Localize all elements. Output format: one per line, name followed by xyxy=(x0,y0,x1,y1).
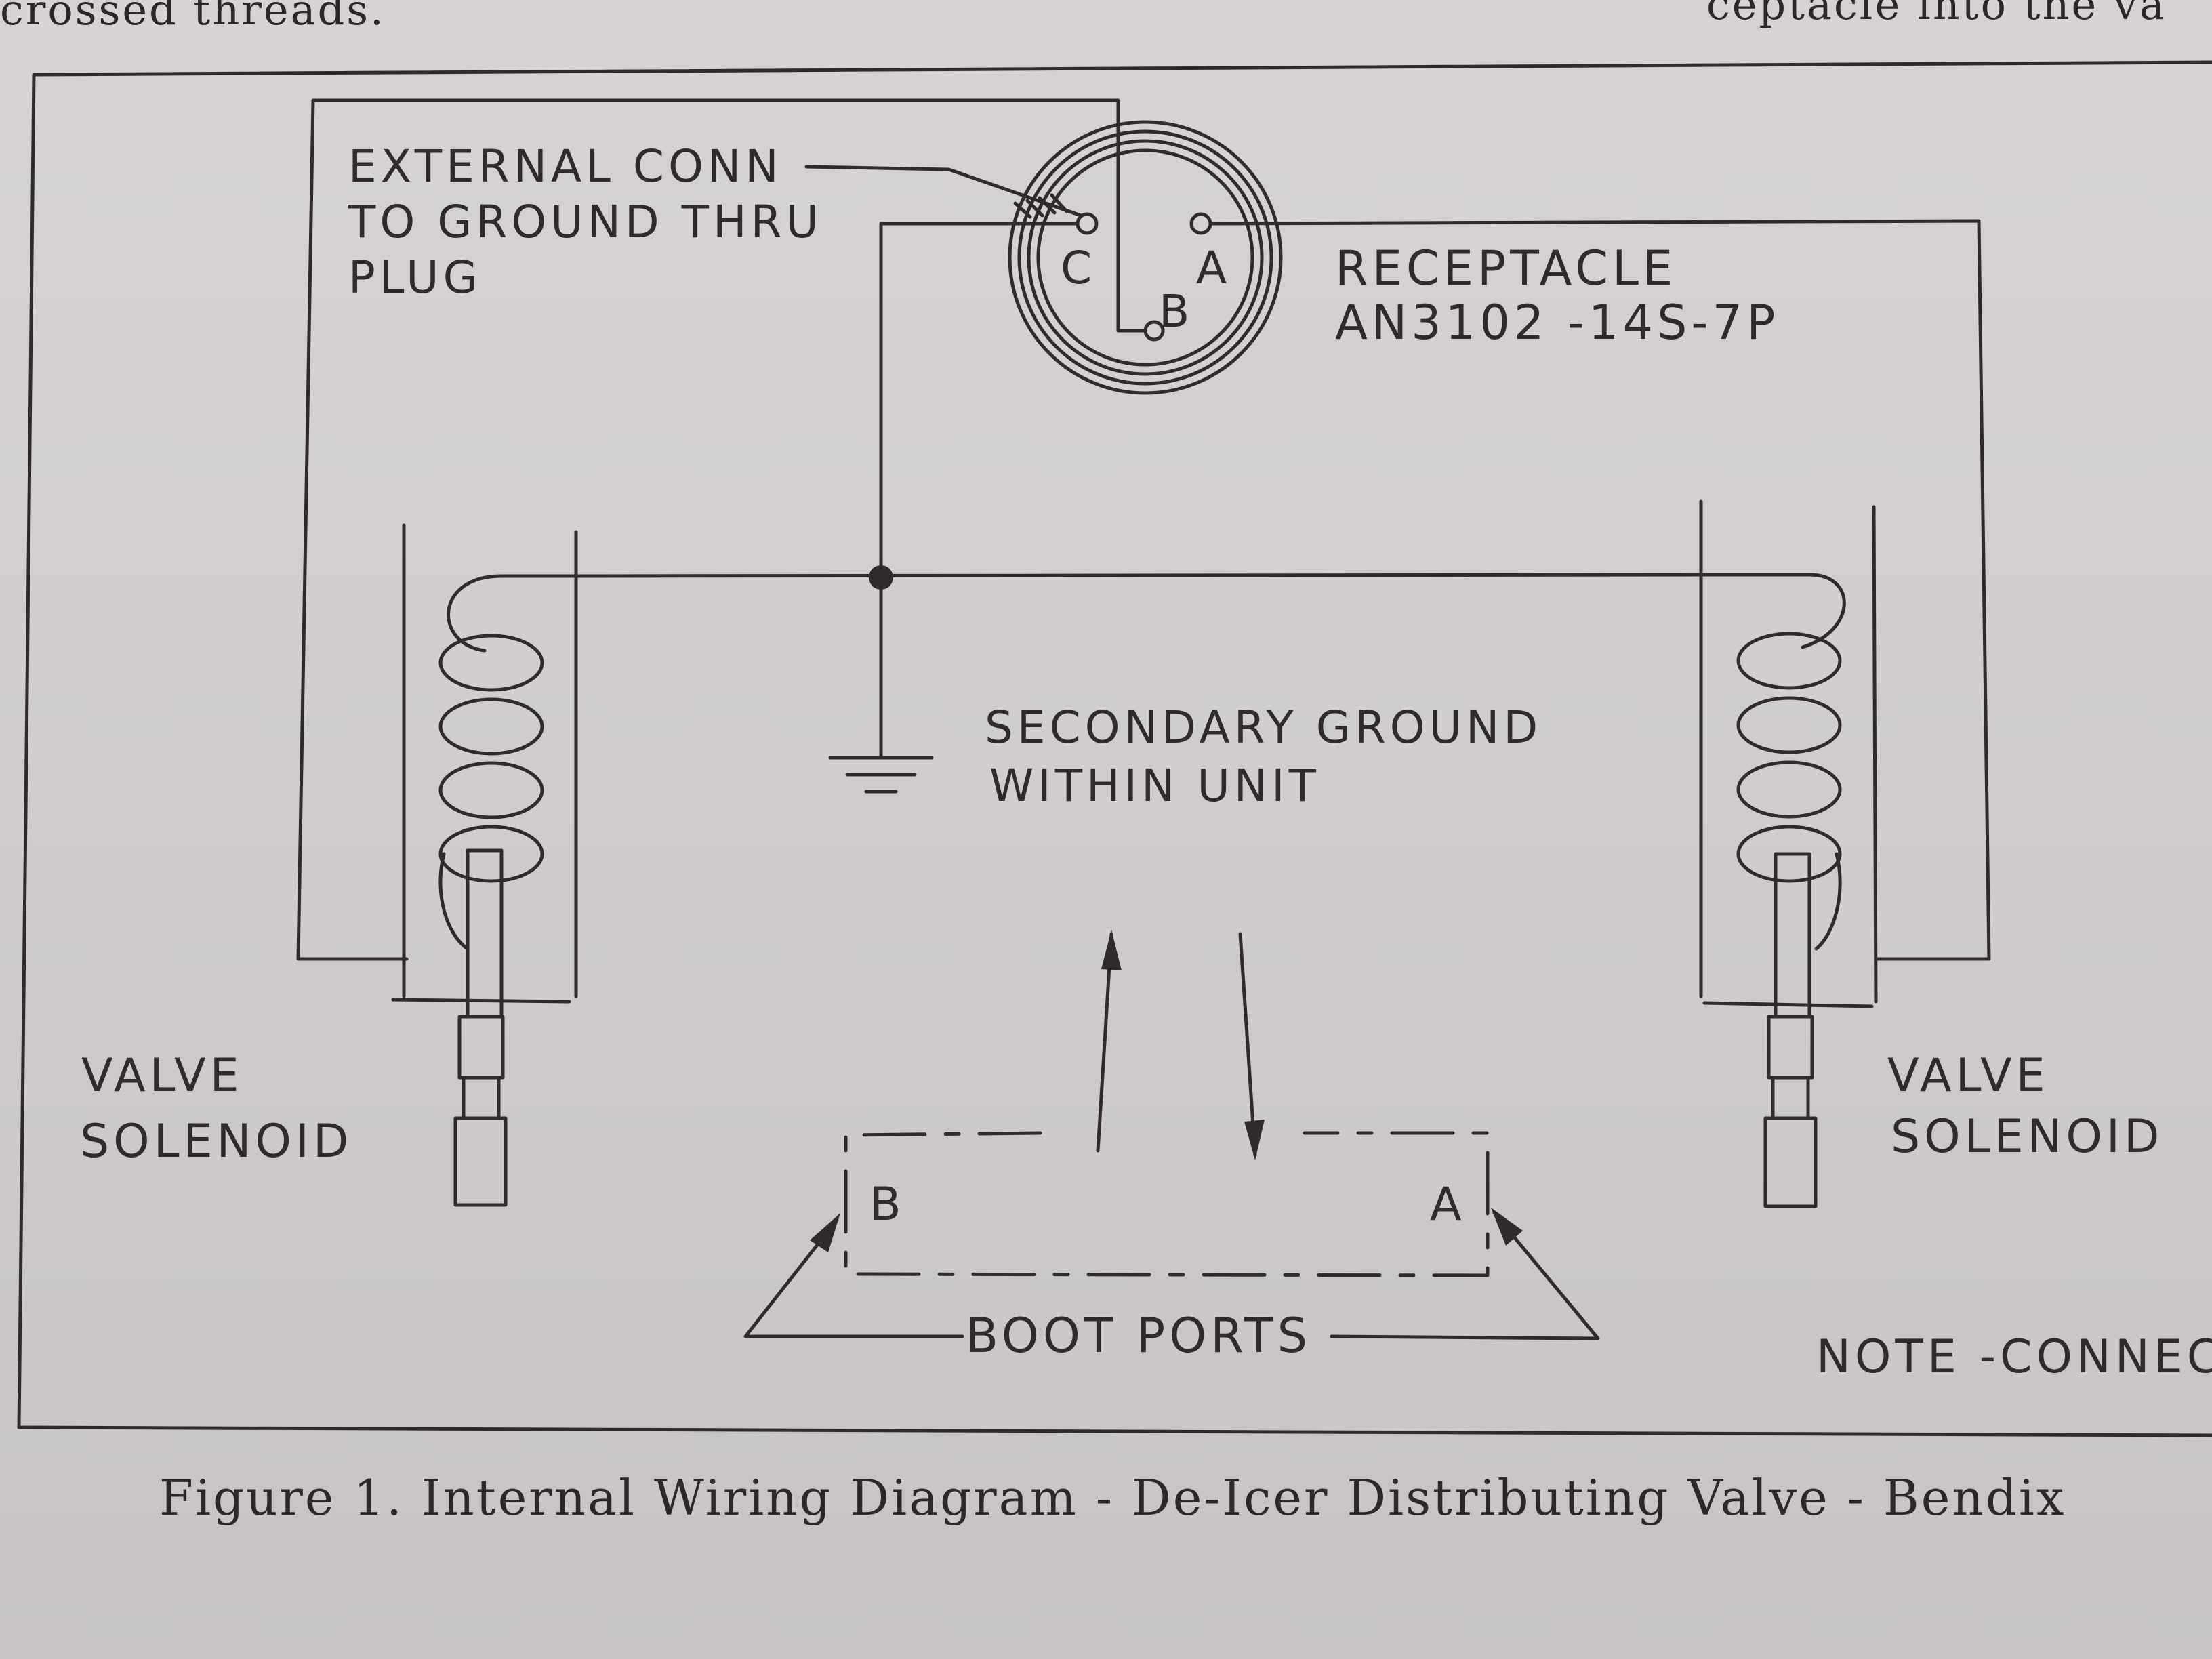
external-conn-label-line3: PLUG xyxy=(348,251,482,304)
boot-port-b-leader xyxy=(743,1218,964,1338)
receptacle-label-line2: AN3102 -14S-7P xyxy=(1335,295,1779,350)
ground-symbol xyxy=(828,756,934,794)
wire-pin-b-to-left-solenoid xyxy=(296,98,1147,961)
note-label: NOTE -CONNEC xyxy=(1816,1330,2212,1384)
right-valve-solenoid xyxy=(1699,499,1878,1208)
bus-junction-dot xyxy=(869,565,893,590)
wire-pin-c-to-bus xyxy=(879,222,1080,582)
receptacle-label-line1: RECEPTACLE xyxy=(1335,241,1677,296)
external-conn-label-line2: TO GROUND THRU xyxy=(348,196,823,248)
top-left-text: crossed threads. xyxy=(0,0,386,35)
leader-hatch xyxy=(1013,193,1069,219)
receptacle-outer-ring xyxy=(1008,120,1283,395)
pin-c-label: C xyxy=(1061,242,1096,294)
left-valve-label-line2: SOLENOID xyxy=(80,1115,352,1168)
boot-ports-label: BOOT PORTS xyxy=(966,1308,1311,1364)
right-valve-label-line2: SOLENOID xyxy=(1891,1110,2163,1164)
receptacle-ring-3 xyxy=(1027,139,1264,376)
arrowhead-up xyxy=(1101,930,1122,970)
arrowhead-down xyxy=(1244,1120,1265,1160)
secondary-ground-label-line2: WITHIN UNIT xyxy=(989,760,1320,812)
secondary-ground-label-line1: SECONDARY GROUND xyxy=(985,701,1542,754)
boot-port-box xyxy=(844,1131,1490,1277)
figure-caption: Figure 1. Internal Wiring Diagram - De-I… xyxy=(159,1469,2066,1526)
left-valve-label-line1: VALVE xyxy=(81,1049,243,1103)
wire-pin-a-to-right-solenoid xyxy=(1208,219,1991,961)
flow-arrow-down xyxy=(1238,932,1257,1158)
common-bus-wire xyxy=(574,573,1717,578)
port-b-label: B xyxy=(869,1178,905,1231)
flow-arrow-up xyxy=(1096,932,1113,1153)
receptacle-ring-2 xyxy=(1017,129,1273,386)
external-conn-leader xyxy=(804,165,1083,218)
receptacle-inner-ring xyxy=(1036,148,1254,367)
arrowhead-boot-b xyxy=(810,1213,840,1252)
port-a-label: A xyxy=(1430,1178,1466,1231)
figure-frame xyxy=(17,60,2212,1437)
boot-port-a-leader xyxy=(1330,1211,1600,1340)
pin-b-label: B xyxy=(1159,285,1193,337)
right-valve-label-line1: VALVE xyxy=(1887,1049,2049,1103)
pin-a-terminal xyxy=(1189,212,1212,235)
arrowhead-boot-a xyxy=(1491,1208,1523,1246)
top-right-text: ceptacle into the va xyxy=(1706,0,2167,29)
external-conn-label-line1: EXTERNAL CONN xyxy=(348,140,783,192)
pin-a-label: A xyxy=(1196,242,1231,294)
left-valve-solenoid xyxy=(391,523,578,1207)
